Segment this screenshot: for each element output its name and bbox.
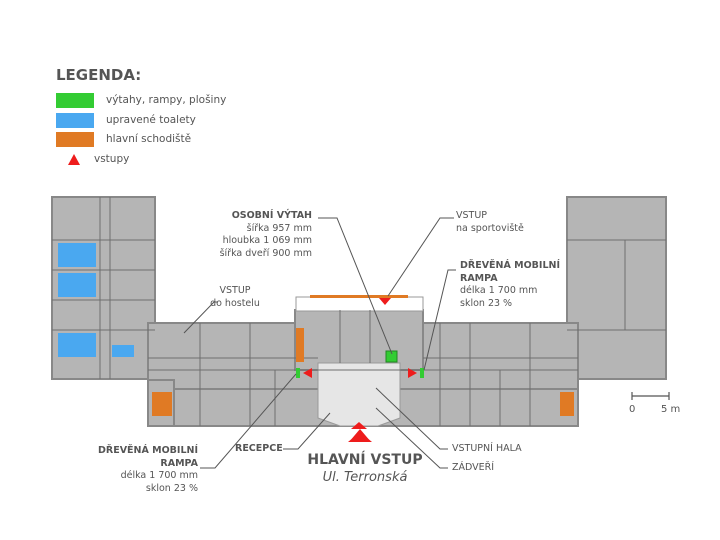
annotation-title: RAMPA [160,457,198,469]
annotation-title: DŘEVĚNÁ MOBILNÍ [460,260,560,271]
main-staircases [152,328,574,416]
scale-start-label: 0 [629,404,636,415]
annotation-line: délka 1 700 mm [460,285,538,296]
blue-swatch-icon [56,112,94,128]
annotation-title: OSOBNÍ VÝTAH [231,210,312,221]
annotation-title: RAMPA [460,272,498,284]
annotation-line: šířka dveří 900 mm [219,247,312,259]
legend-label: hlavní schodiště [106,133,192,145]
annotation-line: do hostelu [210,297,260,309]
annotation-line: hloubka 1 069 mm [222,235,312,246]
annotation-line: sklon 23 % [145,482,198,494]
legend-label: upravené toalety [106,114,196,126]
accessible-toilets [58,243,134,357]
annotation-ramp-left: DŘEVĚNÁ MOBILNÍ RAMPA délka 1 700 mm skl… [90,445,198,495]
central-upper [294,309,424,371]
main-entrance-triangle-icon [349,429,371,442]
annotation-title: VSTUP [456,210,488,221]
elevator-icon [385,350,398,363]
legend-label: vstupy [94,153,130,165]
main-entrance-street: Ul. Terronská [322,470,408,485]
annotation-line: sklon 23 % [460,297,513,309]
right-wing [566,196,667,380]
main-entrance-title: HLAVNÍ VSTUP [307,452,423,468]
annotation-line: šířka 957 mm [246,222,312,234]
annotation-ramp-right: DŘEVĚNÁ MOBILNÍ RAMPA délka 1 700 mm skl… [460,260,560,310]
annotation-line: na sportoviště [456,222,524,234]
entrance-hall-area [317,362,401,427]
scale-bar [631,392,670,400]
annotation-entrance-sports: VSTUP na sportoviště [456,210,524,235]
green-swatch-icon [56,92,94,108]
scale-end-label: 5 m [661,404,681,415]
ramp-left-icon [296,368,300,378]
annotation-elevator: OSOBNÍ VÝTAH šířka 957 mm hloubka 1 069 … [200,210,312,260]
legend-title: LEGENDA: [56,66,142,84]
legend-label: výtahy, rampy, plošiny [106,94,227,106]
entrance-triangle-icon [68,153,80,165]
legend-item-elevators: výtahy, rampy, plošiny [56,92,226,108]
legend-item-stairs: hlavní schodiště [56,131,191,147]
terrace [295,296,424,312]
legend-item-toilets: upravené toalety [56,112,196,128]
annotation-vestibule: ZÁDVEŘÍ [452,462,495,473]
ramp-right-icon [420,368,424,378]
annotation-title: DŘEVĚNÁ MOBILNÍ [98,445,198,456]
terrace-stairs [310,295,408,298]
annotation-reception: RECEPCE [235,443,283,454]
leader-lines [183,217,456,469]
annotation-title: VSTUP [219,285,251,296]
annotation-hall: VSTUPNÍ HALA [452,443,522,454]
annotation-line: délka 1 700 mm [120,470,198,481]
legend-item-entrances: vstupy [56,151,129,167]
annotation-entrance-hostel: VSTUP do hostelu [200,285,270,310]
orange-swatch-icon [56,131,94,147]
